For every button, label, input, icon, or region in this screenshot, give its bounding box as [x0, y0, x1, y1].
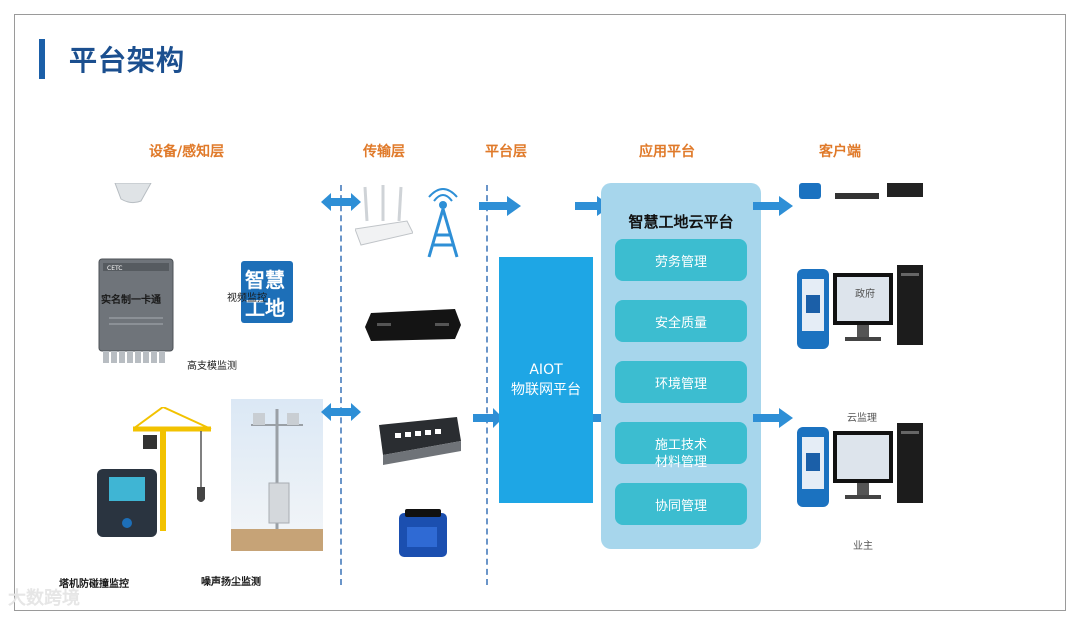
router-image: [355, 185, 413, 246]
slide: 平台架构 设备/感知层 传输层 平台层 应用平台 客户端 CETC 实名制一卡通…: [14, 14, 1066, 611]
layer-heading-client: 客户端: [819, 144, 861, 160]
module-labor-management: 劳务管理: [615, 239, 747, 281]
watermark-text: 大数跨境: [8, 588, 80, 609]
module-environment-management: 环境管理: [615, 361, 747, 403]
network-switch-image: [379, 417, 461, 465]
label-government: 政府: [855, 289, 875, 300]
logo-text-top: 智慧: [245, 268, 285, 292]
sensor-device-image: [114, 183, 152, 204]
access-control-terminal-image: CETC: [98, 258, 174, 363]
title-accent-bar: [39, 39, 45, 79]
separator-transport-platform: [486, 185, 488, 585]
module-safety-quality: 安全质量: [615, 300, 747, 342]
label-realname-card: 实名制一卡通: [101, 295, 161, 306]
aiot-platform-block: AIOT 物联网平台: [499, 257, 593, 503]
label-owner: 业主: [853, 541, 873, 552]
label-cloud-supervision: 云监理: [847, 413, 877, 424]
layer-heading-device: 设备/感知层: [149, 144, 225, 160]
layer-heading-transport: 传输层: [363, 144, 405, 160]
aiot-subtitle: 物联网平台: [511, 382, 581, 398]
cloud-platform-title: 智慧工地云平台: [628, 213, 734, 231]
aiot-title: AIOT: [529, 362, 563, 378]
bidirectional-arrow-middle: [321, 403, 361, 421]
arrow-to-platform-top: [479, 196, 521, 216]
layer-heading-platform: 平台层: [485, 144, 527, 160]
cloud-platform-panel: 智慧工地云平台 劳务管理 安全质量 环境管理 施工技术 材料管理 协同管理: [601, 183, 761, 549]
arrow-to-client-top: [753, 196, 793, 216]
separator-device-transport: [340, 185, 342, 585]
device-brand-label: CETC: [107, 265, 122, 272]
module-materials-management: 材料管理: [654, 454, 707, 470]
video-recorder-image: [365, 309, 461, 341]
arrow-to-platform-middle: [473, 408, 503, 428]
bidirectional-arrow-top: [321, 193, 361, 211]
owner-client-terminal: [797, 423, 923, 507]
arrow-to-client-middle: [753, 408, 793, 428]
label-formwork-monitoring: 高支模监测: [187, 361, 237, 372]
smart-site-logo: 智慧 工地: [241, 261, 293, 323]
page-title: 平台架构: [69, 44, 186, 77]
client-terminal-partial: [799, 183, 923, 199]
tower-crane-image: [133, 407, 212, 531]
label-noise-dust: 噪声扬尘监测: [201, 577, 261, 588]
power-module-image: [399, 509, 447, 557]
logo-text-bottom: 工地: [245, 296, 285, 320]
module-construction-technology: 施工技术: [615, 422, 747, 464]
label-tower-crane: 塔机防碰撞监控: [59, 579, 129, 590]
label-video-monitoring: 视频监控: [227, 293, 267, 304]
layer-heading-application: 应用平台: [639, 144, 695, 160]
anti-collision-monitor-image: [97, 469, 157, 537]
noise-dust-station-photo: [231, 399, 323, 551]
government-client-terminal: [797, 265, 923, 349]
module-collaboration-management: 协同管理: [615, 483, 747, 525]
signal-tower-icon: [427, 188, 459, 258]
